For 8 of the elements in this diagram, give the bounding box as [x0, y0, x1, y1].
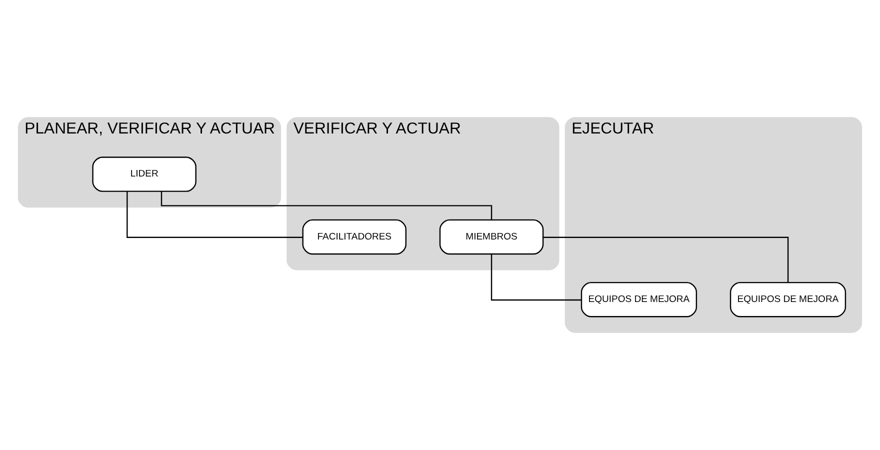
node-box: EQUIPOS DE MEJORA — [580, 282, 698, 318]
node-box: LIDER — [92, 156, 196, 192]
node-box: MIEMBROS — [439, 219, 544, 255]
connector — [490, 254, 582, 301]
connector — [543, 236, 789, 282]
connector — [126, 192, 303, 238]
node-box: FACILITADORES — [302, 219, 407, 255]
node-box: EQUIPOS DE MEJORA — [730, 282, 846, 318]
